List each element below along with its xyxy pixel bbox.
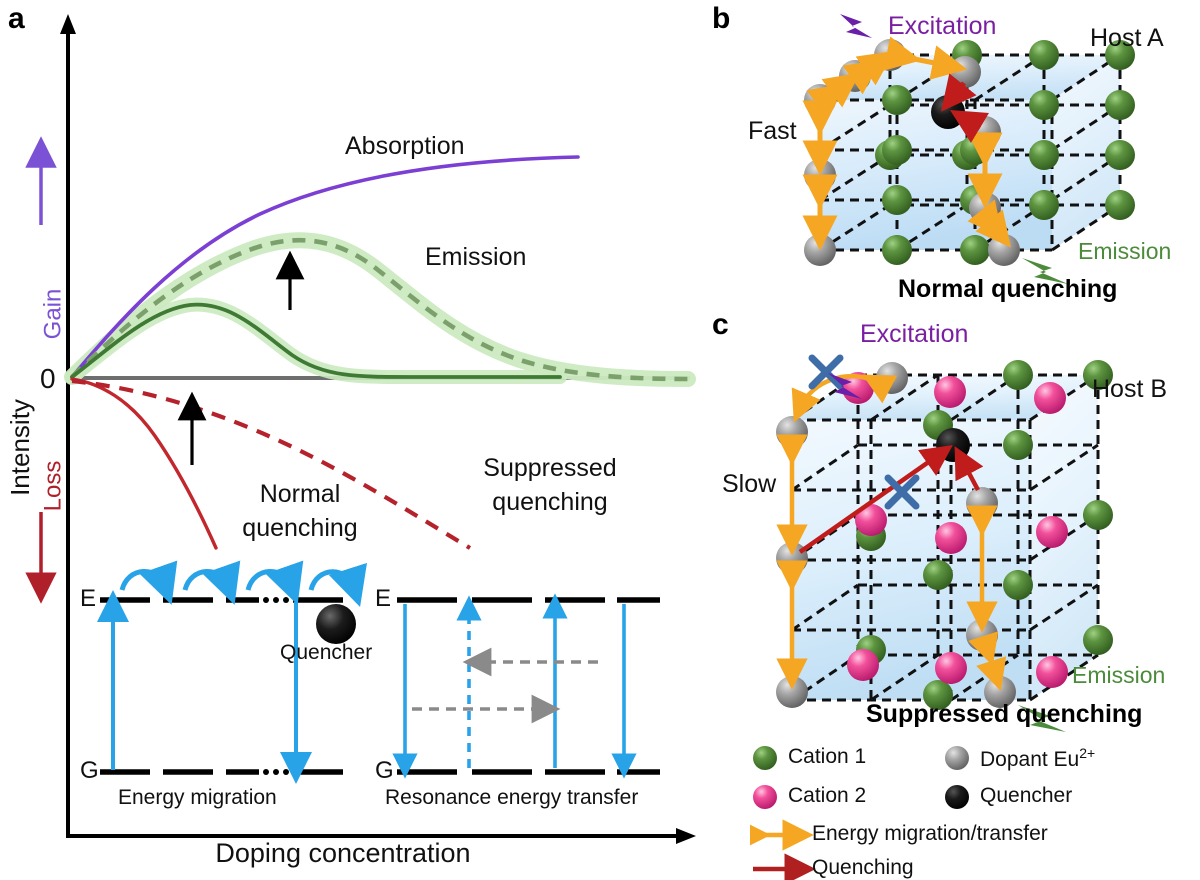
curve-label-normal-quenching-line2: quenching — [242, 514, 358, 542]
panel-b-letter: b — [712, 2, 731, 35]
x-axis-label: Doping concentration — [215, 838, 471, 868]
inset-left-level-g: G — [80, 757, 99, 784]
panel-c-title: Suppressed quenching — [866, 700, 1143, 728]
inset-right-caption: Resonance energy transfer — [385, 786, 639, 809]
legend-label-cation-1: Cation 1 — [788, 745, 867, 768]
legend-marker-cation-2 — [753, 785, 777, 809]
legend-label-dopant-text: Dopant Eu — [980, 748, 1080, 771]
quencher-label: Quencher — [280, 641, 373, 664]
y-axis-loss-label: Loss — [39, 460, 67, 512]
panel-b-rate-label: Fast — [748, 117, 797, 145]
inset-right-level-e: E — [375, 585, 392, 612]
legend-label-cation-2: Cation 2 — [788, 784, 867, 807]
panel-c-lattice — [776, 354, 1113, 732]
curve-label-suppressed-quenching-line1: Suppressed — [483, 454, 617, 482]
inset-left-caption: Energy migration — [118, 786, 277, 809]
legend-marker-dopant — [945, 746, 969, 770]
legend-label-quenching: Quenching — [812, 856, 914, 879]
panel-a-graphics — [25, 14, 696, 844]
curve-label-normal-quenching-line1: Normal — [259, 480, 341, 508]
panel-c-excitation-label: Excitation — [860, 320, 969, 348]
panel-b-lattice — [802, 14, 1135, 284]
panel-c-host-label: Host B — [1092, 375, 1168, 403]
legend-markers — [750, 746, 969, 880]
panel-c-letter: c — [712, 308, 729, 341]
panel-c-emission-label: Emission — [1072, 662, 1166, 688]
panel-c-rate-label: Slow — [722, 470, 777, 498]
panel-b-emission-label: Emission — [1078, 238, 1172, 264]
curve-label-emission: Emission — [425, 243, 527, 271]
legend-label-dopant: Dopant Eu2+ — [980, 745, 1095, 772]
panel-b-host-label: Host A — [1090, 24, 1164, 52]
legend-label-energy-migration: Energy migration/transfer — [812, 822, 1048, 845]
curve-label-absorption: Absorption — [345, 132, 465, 160]
panel-b-excitation-label: Excitation — [888, 12, 997, 40]
inset-right-level-g: G — [375, 757, 394, 784]
inset-left-level-e: E — [80, 585, 97, 612]
legend-label-dopant-charge: 2+ — [1079, 745, 1096, 761]
panel-b-title: Normal quenching — [898, 275, 1118, 303]
curve-label-suppressed-quenching-line2: quenching — [492, 488, 608, 516]
legend-label-quencher: Quencher — [980, 784, 1073, 807]
panel-a-letter: a — [8, 2, 25, 35]
y-axis-zero-label: 0 — [40, 363, 56, 394]
legend-marker-cation-1 — [753, 746, 777, 770]
y-axis-label: Intensity — [4, 399, 35, 496]
legend-marker-quencher — [945, 785, 969, 809]
y-axis-gain-label: Gain — [39, 288, 67, 340]
